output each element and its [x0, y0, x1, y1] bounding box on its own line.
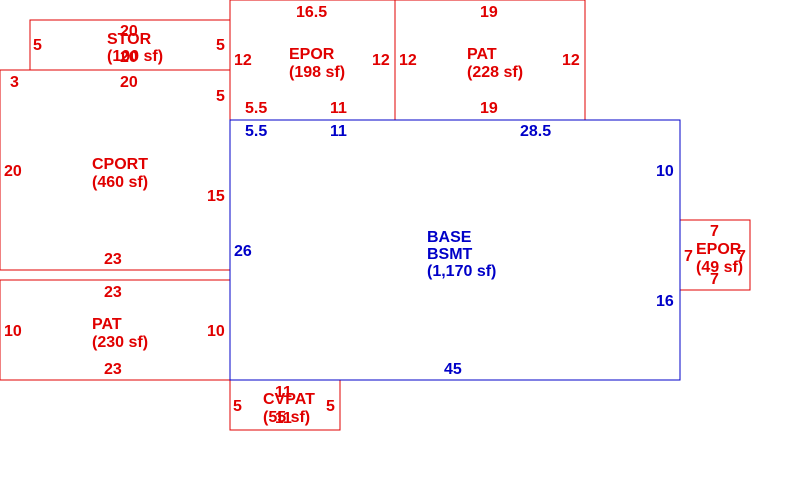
- epor-right-area: (49 sf): [696, 259, 743, 276]
- base-label-2: BSMT: [427, 246, 473, 263]
- epor-right-label: EPOR: [696, 241, 742, 258]
- epor-right-dim-top: 7: [710, 223, 719, 240]
- stor-dim-top: 20: [120, 23, 138, 40]
- pat-top-label: PAT: [467, 46, 497, 63]
- pat-left-dim-top: 23: [104, 284, 122, 301]
- base-outline: [229, 119, 681, 381]
- stor-dim-right: 5: [216, 37, 225, 54]
- cport-dim-top: 20: [120, 74, 138, 91]
- cvpat-dim-left: 5: [233, 398, 242, 415]
- pat-top-dim-bottom: 19: [480, 100, 498, 117]
- cport-label: CPORT: [92, 156, 148, 173]
- pat-left-dim-bottom: 23: [104, 361, 122, 378]
- cvpat-area: (55 sf): [263, 409, 310, 426]
- stor-dim-left: 5: [33, 37, 42, 54]
- base-area: (1,170 sf): [427, 263, 496, 280]
- stor-area: (100 sf): [107, 48, 163, 65]
- cport-dim-top-right: 5: [216, 88, 225, 105]
- base-dim-top-a: 5.5: [245, 123, 267, 140]
- epor-top-dim-bottom-left: 5.5: [245, 100, 267, 117]
- pat-top-area: (228 sf): [467, 64, 523, 81]
- stor-dim-top-inner: 20: [120, 49, 138, 66]
- base-dim-right-b: 16: [656, 293, 674, 310]
- cport-dim-right: 15: [207, 188, 225, 205]
- pat-top-dim-top: 19: [480, 4, 498, 21]
- epor-right-dim-right: 7: [737, 248, 746, 265]
- epor-top-dim-bottom: 11: [330, 100, 347, 117]
- stor-label: STOR: [107, 31, 152, 48]
- base-dim-right-a: 10: [656, 163, 674, 180]
- cvpat-dim-bottom: 11: [275, 410, 292, 427]
- epor-right-dim-left: 7: [684, 248, 693, 265]
- base-dim-top-c: 28.5: [520, 123, 551, 140]
- pat-left-dim-left: 10: [4, 323, 22, 340]
- pat-top-dim-left: 12: [399, 52, 417, 69]
- base-dim-bottom: 45: [444, 361, 462, 378]
- cport-dim-bottom: 23: [104, 251, 122, 268]
- base-label-1: BASE: [427, 229, 472, 246]
- epor-top-dim-top: 16.5: [296, 4, 327, 21]
- epor-top-label: EPOR: [289, 46, 335, 63]
- epor-top-dim-right: 12: [372, 52, 390, 69]
- epor-top-dim-left: 12: [234, 52, 252, 69]
- pat-left-area: (230 sf): [92, 334, 148, 351]
- base-dim-left: 26: [234, 243, 252, 260]
- pat-top-dim-right: 12: [562, 52, 580, 69]
- cvpat-dim-right: 5: [326, 398, 335, 415]
- cport-dim-top-left: 3: [10, 74, 19, 91]
- pat-left-dim-right: 10: [207, 323, 225, 340]
- base-dim-top-b: 11: [330, 123, 347, 140]
- cport-area: (460 sf): [92, 174, 148, 191]
- cport-dim-left: 20: [4, 163, 22, 180]
- pat-left-label: PAT: [92, 316, 122, 333]
- epor-right-dim-bottom: 7: [710, 271, 719, 288]
- epor-top-area: (198 sf): [289, 64, 345, 81]
- cvpat-label: CVPAT: [263, 391, 315, 408]
- cvpat-dim-top: 11: [275, 384, 292, 401]
